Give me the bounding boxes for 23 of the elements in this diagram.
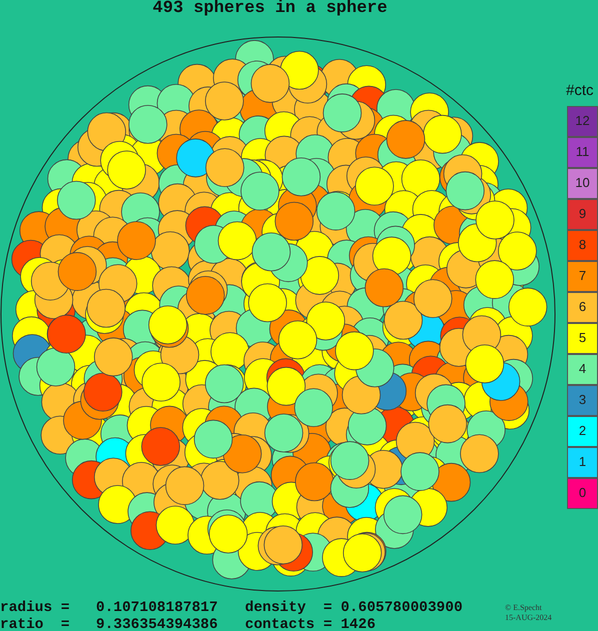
legend-title: #ctc (566, 82, 594, 99)
chart-title: 493 spheres in a sphere (152, 0, 388, 17)
stat-value: 9.336354394386 (96, 618, 218, 631)
stat-text: density = 0.605780003900 (245, 601, 463, 616)
legend-label: 0 (578, 485, 588, 500)
stat-label: radius = (0, 601, 70, 616)
legend-label: 11 (574, 144, 590, 159)
legend-label: 8 (578, 237, 588, 252)
legend-label: 12 (574, 113, 591, 128)
legend-label: 6 (578, 299, 588, 314)
legend-label: 1 (578, 454, 588, 469)
legend-label: 3 (578, 392, 588, 407)
stat-label: ratio = (0, 618, 70, 631)
copyright-note: © E.Specht (505, 603, 542, 612)
legend-label: 2 (578, 423, 588, 438)
legend-label: 5 (578, 330, 588, 345)
legend-label: 10 (574, 175, 591, 190)
stat-value: 0.107108187817 (96, 601, 218, 616)
legend-label: 9 (578, 206, 588, 221)
stat-text: contacts = 1426 (245, 618, 376, 631)
date-note: 15-AUG-2024 (505, 613, 552, 622)
legend-label: 4 (578, 361, 588, 376)
legend-label: 7 (578, 268, 588, 283)
